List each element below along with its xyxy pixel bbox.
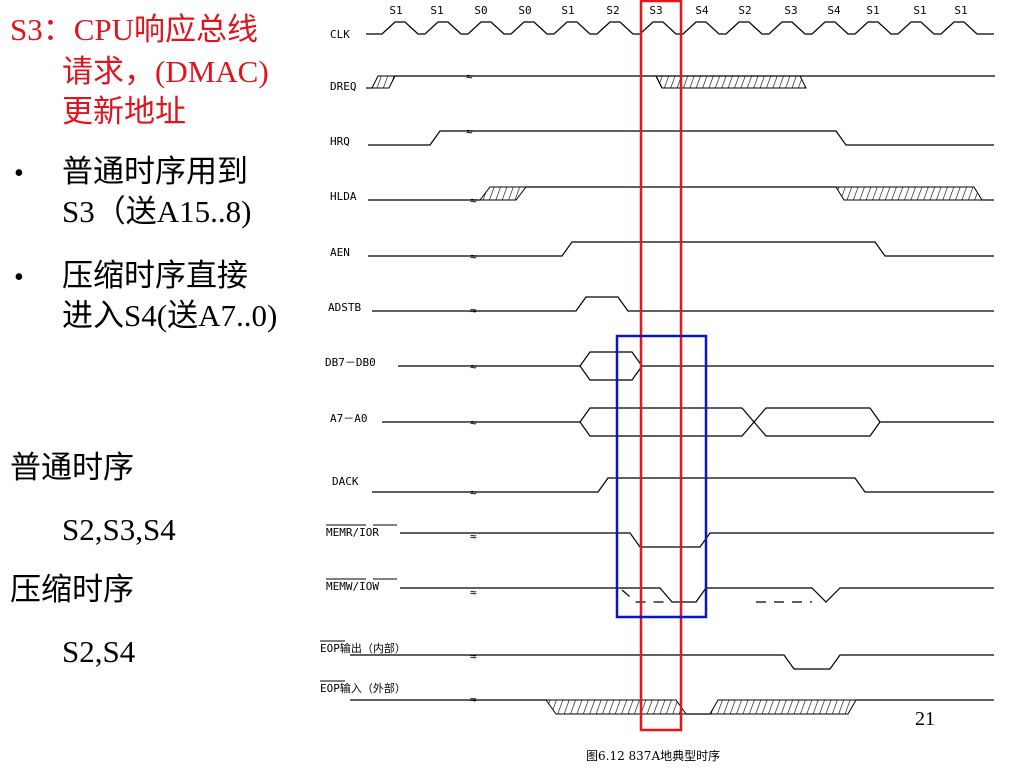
state-label: S2: [738, 4, 751, 17]
dack-waveform: [372, 477, 994, 493]
bullet2-line2: 进入S4(送A7..0): [62, 298, 278, 333]
bullet2-line1: 压缩时序直接: [62, 258, 248, 293]
svg-text:≈: ≈: [470, 530, 477, 543]
data-bus-waveform: [398, 351, 994, 381]
signal-label-memr-ior: MEMR/IOR: [326, 526, 379, 539]
signal-label-dack: DACK: [332, 475, 359, 488]
signal-label-eop-out: EOP输出（内部）: [320, 641, 406, 655]
signal-label-aen: AEN: [330, 246, 350, 259]
signal-label-memw-iow: MEMW/IOW: [326, 580, 379, 593]
state-label: S3: [784, 4, 797, 17]
svg-text:≈: ≈: [470, 250, 477, 263]
adstb-waveform: [372, 296, 994, 312]
break-marks: ≈ ≈ ≈ ≈ ≈ ≈ ≈ ≈ ≈ ≈ ≈ ≈: [466, 70, 477, 706]
state-label: S0: [474, 4, 487, 17]
state-label: S1: [913, 4, 926, 17]
bullet1-line1: 普通时序用到: [62, 154, 248, 189]
active-low-overbars: [320, 524, 397, 682]
svg-text:≈: ≈: [470, 360, 477, 373]
signal-label-clk: CLK: [330, 28, 350, 41]
normal-timing-states: S2,S3,S4: [62, 512, 176, 547]
eop-input-waveform: [350, 699, 994, 715]
svg-text:≈: ≈: [470, 650, 477, 663]
svg-text:≈: ≈: [470, 586, 477, 599]
signal-label-hlda: HLDA: [330, 190, 357, 203]
left-text-panel: S3：CPU响应总线 请求，(DMAC) 更新地址 • 普通时序用到 S3（送A…: [0, 0, 310, 768]
svg-text:≈: ≈: [470, 693, 477, 706]
normal-timing-title: 普通时序: [10, 450, 134, 485]
svg-text:≈: ≈: [466, 70, 473, 83]
state-label: S1: [954, 4, 967, 17]
memr-ior-waveform: [400, 532, 994, 548]
state-label: S1: [389, 4, 402, 17]
svg-text:≈: ≈: [470, 486, 477, 499]
clk-waveform: [366, 21, 994, 35]
svg-text:≈: ≈: [470, 416, 477, 429]
eop-output-waveform: [350, 654, 994, 670]
bullet-marker: •: [14, 158, 24, 189]
state-label: S3: [649, 4, 662, 17]
bullet1-line2: S3（送A15..8): [62, 194, 252, 229]
signal-label-data-bus: DB7－DB0: [325, 356, 376, 369]
state-label: S4: [827, 4, 841, 17]
s3-highlight-red-box: [639, 0, 683, 732]
signal-labels: CLK DREQ HRQ HLDA AEN ADSTB DB7－DB0 A7－A…: [320, 28, 406, 695]
state-label: S0: [518, 4, 531, 17]
state-label: S1: [561, 4, 574, 17]
compressed-timing-states: S2,S4: [62, 634, 136, 669]
highlight-blue-box: [615, 334, 708, 619]
signal-label-address-bus: A7－A0: [330, 412, 368, 425]
memw-iow-waveform: [400, 587, 994, 603]
state-label: S1: [866, 4, 879, 17]
compressed-timing-title: 压缩时序: [10, 572, 134, 607]
svg-text:≈: ≈: [470, 304, 477, 317]
figure-caption: 图6.12 837A地典型时序: [586, 748, 720, 763]
page-number: 21: [915, 708, 935, 730]
s3-description-line2: 请求，(DMAC): [62, 54, 269, 89]
signal-label-adstb: ADSTB: [328, 301, 361, 314]
address-bus-waveform: [382, 407, 994, 437]
signal-label-dreq: DREQ: [330, 80, 357, 93]
s3-description-line3: 更新地址: [62, 94, 186, 129]
dreq-waveform: [366, 75, 995, 89]
svg-text:≈: ≈: [466, 125, 473, 138]
svg-text:≈: ≈: [470, 194, 477, 207]
state-label: S1: [430, 4, 443, 17]
bullet-marker: •: [14, 262, 24, 293]
hrq-waveform: [368, 130, 994, 146]
signal-label-eop-in: EOP输入（外部）: [320, 681, 406, 695]
aen-waveform: [368, 241, 994, 257]
state-labels: S1 S1 S0 S0 S1 S2 S3 S4 S2 S3 S4 S1 S1 S…: [389, 4, 967, 17]
signal-label-hrq: HRQ: [330, 135, 350, 148]
state-label: S2: [606, 4, 619, 17]
s3-description-line1: S3：CPU响应总线: [10, 12, 259, 47]
state-label: S4: [695, 4, 709, 17]
